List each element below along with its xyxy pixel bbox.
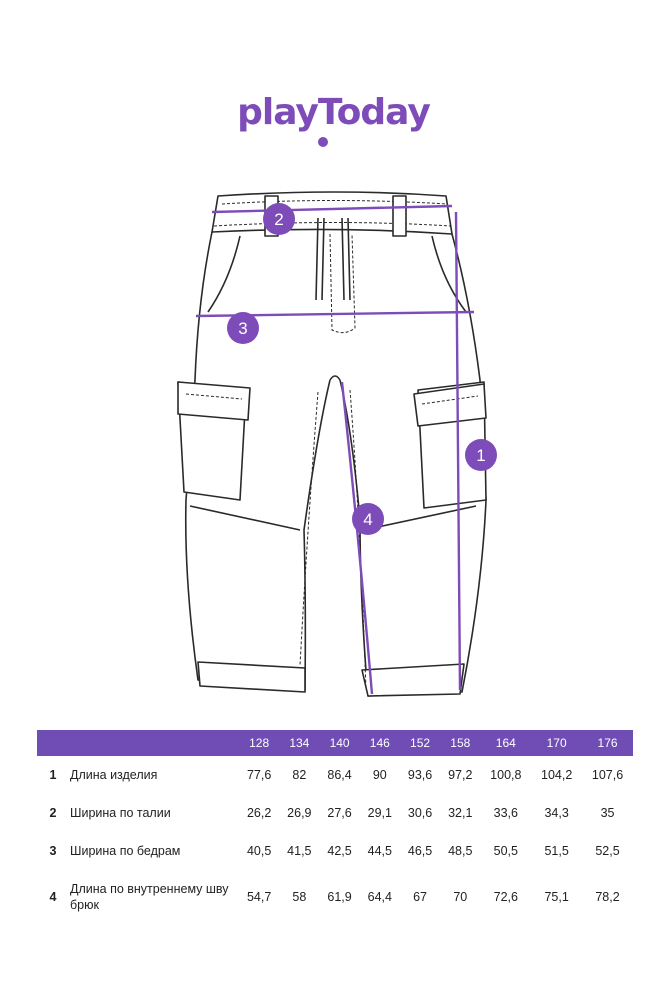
header-blank: [69, 730, 239, 756]
value-cell: 33,6: [493, 806, 518, 820]
value-cell: 26,9: [287, 806, 312, 820]
measurement-name: Длина изделия: [70, 768, 158, 782]
value-cell: 86,4: [327, 768, 352, 782]
row-number: 4: [49, 890, 57, 904]
value-cell: 32,1: [448, 806, 473, 820]
value-cell: 44,5: [367, 844, 392, 858]
value-cell: 104,2: [541, 768, 573, 782]
value-cell: 35: [600, 806, 615, 820]
value-cell: 107,6: [591, 768, 624, 782]
marker-4: 4: [352, 503, 384, 535]
value-cell: 61,9: [327, 890, 352, 904]
size-header: 146: [359, 730, 400, 756]
marker-1: 1: [465, 439, 497, 471]
value-cell: 29,1: [367, 806, 392, 820]
marker-2: 2: [263, 203, 295, 235]
value-cell: 42,5: [327, 844, 352, 858]
value-cell: 100,8: [490, 768, 522, 782]
value-cell: 97,2: [448, 768, 473, 782]
measure-line-length: [454, 211, 462, 691]
value-cell: 75,1: [544, 890, 569, 904]
size-header: 134: [279, 730, 320, 756]
table-row: 2 Ширина по талии 26,2 26,9 27,6 29,1 30…: [37, 794, 633, 832]
value-cell: 90: [372, 768, 387, 782]
value-cell: 46,5: [407, 844, 433, 858]
pants-technical-drawing: 2 3 1 4: [177, 191, 497, 697]
table-row: 3 Ширина по бедрам 40,5 41,5 42,5 44,5 4…: [37, 832, 633, 870]
value-cell: 40,5: [246, 844, 272, 858]
measurement-name: Ширина по талии: [70, 806, 171, 820]
value-cell: 41,5: [287, 844, 312, 858]
svg-text:3: 3: [238, 319, 247, 338]
value-cell: 51,5: [544, 844, 569, 858]
value-cell: 64,4: [367, 890, 392, 904]
value-cell: 52,5: [595, 844, 620, 858]
value-cell: 48,5: [448, 844, 473, 858]
size-header: 170: [531, 730, 583, 756]
measurement-name: Ширина по бедрам: [70, 844, 181, 858]
pants-outline: [177, 191, 487, 697]
measure-line-waist: [211, 204, 453, 214]
value-cell: 93,6: [407, 768, 433, 782]
row-number: 3: [49, 844, 57, 858]
size-header-row: 128 134 140 146 152 158 164 170 176: [37, 730, 633, 756]
measurement-name: Длина по внутреннему шву брюк: [70, 882, 229, 912]
value-cell: 34,3: [544, 806, 569, 820]
table-row: 1 Длина изделия 77,6 82 86,4 90 93,6 97,…: [37, 756, 633, 794]
value-cell: 77,6: [246, 768, 272, 782]
value-cell: 50,5: [493, 844, 518, 858]
value-cell: 67: [413, 890, 427, 904]
logo-dot: [318, 137, 328, 147]
value-cell: 70: [453, 890, 468, 904]
value-cell: 58: [292, 890, 307, 904]
value-cell: 82: [292, 768, 307, 782]
size-header: 128: [239, 730, 280, 756]
marker-3: 3: [227, 312, 259, 344]
value-cell: 26,2: [246, 806, 272, 820]
measure-line-inseam: [340, 381, 374, 695]
row-number: 2: [49, 806, 57, 820]
value-cell: 78,2: [595, 890, 620, 904]
size-header: 152: [399, 730, 441, 756]
size-header: 164: [480, 730, 532, 756]
svg-text:1: 1: [476, 446, 485, 465]
value-cell: 27,6: [327, 806, 352, 820]
svg-text:2: 2: [274, 210, 283, 229]
value-cell: 72,6: [493, 890, 518, 904]
svg-text:4: 4: [363, 510, 372, 529]
size-header: 158: [440, 730, 481, 756]
size-chart-table: 128 134 140 146 152 158 164 170 176 1 Дл…: [37, 730, 633, 924]
value-cell: 54,7: [246, 890, 272, 904]
row-number: 1: [49, 768, 57, 782]
table-row: 4 Длина по внутреннему шву брюк 54,7 58 …: [37, 870, 633, 924]
size-header: 176: [582, 730, 633, 756]
brand-logo: playToday: [237, 92, 431, 133]
value-cell: 30,6: [407, 806, 433, 820]
header-blank: [37, 730, 69, 756]
size-header: 140: [319, 730, 360, 756]
